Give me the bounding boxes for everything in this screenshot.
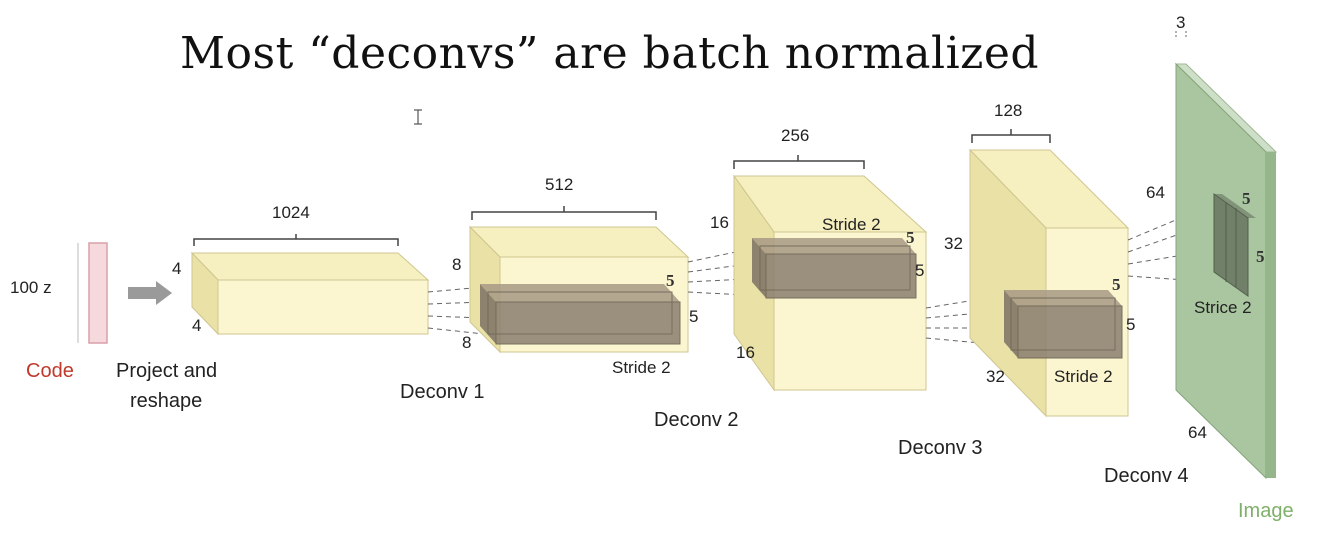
deconv1-kernel-label-b: 5 [689,307,698,326]
project-height-label: 4 [172,259,181,278]
deconv1-height-label: 8 [452,255,461,274]
code-label: Code [26,360,74,382]
deconv1-depth-label: 8 [462,333,471,352]
deconv1-kernel [480,284,681,345]
text-cursor-icon [414,109,422,125]
slide-title: Most “deconvs” are batch normalized [180,28,1040,79]
deconv3-kernel-label-b: 5 [1126,315,1135,334]
project-depth-label: 4 [192,316,201,335]
deconv1-width-label: 512 [545,175,573,194]
deconv4-label: Deconv 4 [1104,465,1189,487]
deconv4-kernel [1213,193,1256,297]
project-width-label: 1024 [272,203,310,222]
deconv3-label: Deconv 3 [898,437,983,459]
arrow-icon [128,281,172,305]
deconv2-stride-label: Stride 2 [822,215,881,234]
deconv3-width-label: 128 [994,101,1022,120]
deconv2-kernel [752,238,917,299]
project-block [190,251,430,336]
deconv3-kernel [1004,290,1123,359]
deconv4-kernel-label-a: 5 [1242,189,1251,208]
deconv2-width-label: 256 [781,126,809,145]
deconv4-height-label: 64 [1146,183,1165,202]
deconv1-kernel-label-a: 5 [666,271,675,290]
deconv1-label: Deconv 1 [400,381,485,403]
deconv3-depth-label: 32 [986,367,1005,386]
deconv4-stride-label: Strice 2 [1194,298,1252,317]
deconv3-height-label: 32 [944,234,963,253]
deconv4-width-label: 3 [1176,13,1185,32]
image-label: Image [1238,500,1294,522]
deconv2-kernel-label-b: 5 [915,261,924,280]
deconv1-stride-label: Stride 2 [612,358,671,377]
deconv2-depth-label: 16 [736,343,755,362]
deconv4-kernel-label-b: 5 [1256,247,1265,266]
deconv2-kernel-label-a: 5 [906,228,915,247]
code-dim-label: 100 z [10,278,52,297]
deconv2-label: Deconv 2 [654,409,739,431]
project-label-line2: reshape [130,390,202,412]
deconv2-height-label: 16 [710,213,729,232]
code-vector [77,242,108,344]
project-label-line1: Project and [116,360,217,382]
deconv3-stride-label: Stride 2 [1054,367,1113,386]
deconv4-depth-label: 64 [1188,423,1207,442]
deconv3-kernel-label-a: 5 [1112,275,1121,294]
